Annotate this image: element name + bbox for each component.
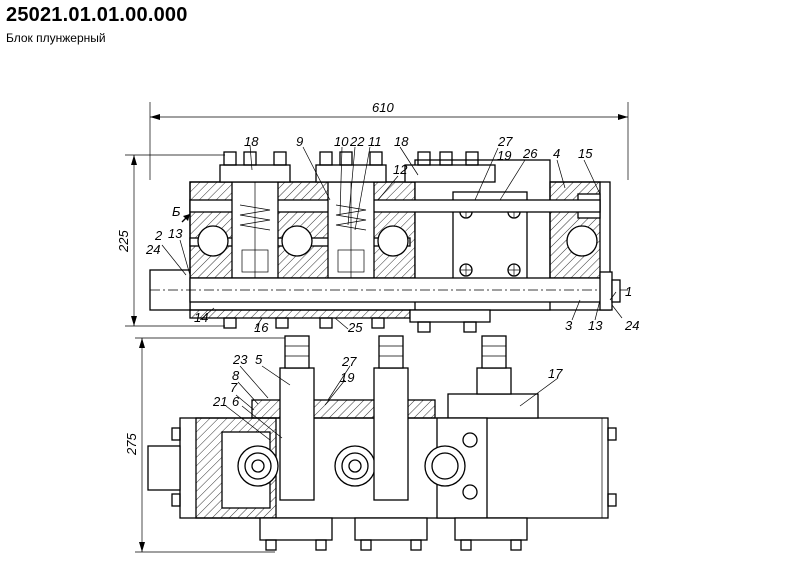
height-275-text: 275: [124, 433, 139, 456]
callout-19-top: 19: [497, 148, 511, 163]
callout-6: 6: [232, 394, 240, 409]
rod-end-right: [599, 271, 613, 311]
bottom-view: 27 5: [124, 335, 617, 553]
callout-13b: 13: [588, 318, 603, 333]
callout-14: 14: [194, 310, 208, 325]
bottom-flanges: [259, 517, 528, 551]
bottom-nuts: [223, 317, 477, 333]
callouts-bottom: 23 5 27 19 8 7 21 6 17: [212, 352, 563, 409]
height-225-text: 225: [116, 230, 131, 253]
bottom-plate: [189, 309, 411, 319]
callout-13a: 13: [168, 226, 183, 241]
callout-19-bottom: 19: [340, 370, 354, 385]
top-view: 610 225: [116, 100, 639, 335]
left-boss: [147, 445, 181, 491]
port-center: [281, 225, 313, 257]
rod-end-nut: [611, 279, 621, 303]
plunger-3-head: [481, 335, 507, 369]
callout-24b: 24: [624, 318, 639, 333]
callout-12: 12: [393, 162, 408, 177]
document-code: 25021.01.01.00.000: [6, 4, 188, 26]
callout-25: 25: [347, 320, 363, 335]
callout-15: 15: [578, 146, 593, 161]
callout-27-top: 27: [497, 134, 513, 149]
plungers: [279, 335, 512, 501]
plunger-2: [373, 367, 409, 501]
upper-bore: [189, 199, 601, 213]
callout-8: 8: [232, 368, 240, 383]
height-225-dimension: 225: [116, 154, 225, 327]
port-right: [377, 225, 409, 257]
callout-9: 9: [296, 134, 303, 149]
top-cap-3: [404, 164, 496, 183]
callout-23: 23: [232, 352, 248, 367]
top-nuts: [223, 151, 479, 166]
port-far-right: [566, 225, 598, 257]
callout-18a: 18: [244, 134, 259, 149]
callout-1: 1: [625, 284, 632, 299]
block-17-top: [447, 393, 539, 419]
document-title: Блок плунжерный: [6, 31, 106, 45]
port-left: [197, 225, 229, 257]
callout-16: 16: [254, 320, 269, 335]
callout-21: 21: [212, 394, 227, 409]
callout-3: 3: [565, 318, 573, 333]
leader-lines-top: [161, 144, 623, 330]
callout-7: 7: [230, 380, 238, 395]
callout-5: 5: [255, 352, 263, 367]
plunger-2-head: [378, 335, 404, 369]
plunger-1-head: [284, 335, 310, 369]
width-dimension: 610: [149, 100, 629, 180]
callouts-top: 18 9 10 22 11 18 12 27 19 26 4 15 2 13 2…: [145, 134, 639, 335]
bottom-flange: [409, 309, 491, 323]
height-275-dimension: 275: [124, 337, 285, 553]
top-cap-1: [219, 164, 291, 183]
springs: [239, 182, 367, 278]
top-cap-2: [315, 164, 387, 183]
plunger-3: [476, 367, 512, 395]
leader-lines-bottom: [225, 365, 559, 441]
callout-17: 17: [548, 366, 563, 381]
bottom-ports: [237, 432, 478, 500]
section-mark: Б: [172, 204, 191, 223]
callout-10: 10: [334, 134, 349, 149]
callout-24a: 24: [145, 242, 160, 257]
callout-11: 11: [368, 134, 382, 149]
width-dimension-text: 610: [372, 100, 394, 115]
callout-18b: 18: [394, 134, 409, 149]
callout-22: 22: [349, 134, 365, 149]
callout-2: 2: [154, 228, 163, 243]
callout-27-bottom: 27: [341, 354, 357, 369]
section-mark-text: Б: [172, 204, 181, 219]
callout-26: 26: [522, 146, 538, 161]
callout-4: 4: [553, 146, 560, 161]
side-nuts: [171, 427, 617, 507]
plunger-1: [279, 367, 315, 501]
